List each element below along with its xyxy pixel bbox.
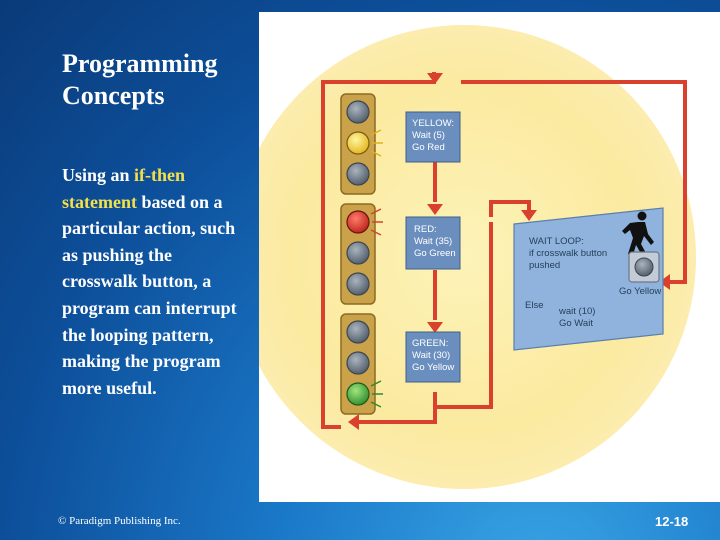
green-state-next: Go Yellow [412,362,454,373]
wait-loop-box: WAIT LOOP: if crosswalk button pushed Go… [513,207,664,351]
arrow-heads [348,73,670,430]
green-to-wait-arrow [433,222,493,409]
traffic-light-icon [340,93,383,195]
traffic-light-icon [340,203,383,305]
crosswalk-button-icon [628,251,660,283]
green-state-title: GREEN: [412,338,448,349]
else-return-arrow [359,407,437,424]
yellow-state-title: YELLOW: [412,118,454,129]
traffic-light-icon [340,313,383,415]
yellow-state-box: YELLOW: Wait (5) Go Red [405,111,461,163]
yellow-state-wait: Wait (5) [412,130,445,141]
wait-loop-else-action-2: Go Wait [559,318,593,329]
green-state-box: GREEN: Wait (30) Go Yellow [405,331,461,383]
green-state-wait: Wait (30) [412,350,450,361]
slide-body: Using an if-then statement based on a pa… [62,162,247,401]
body-text-highlight: if-then statement [62,165,186,212]
slide-number: 12-18 [655,514,689,529]
pedestrian-walk-icon [622,211,654,257]
body-text-part2: based on a particular action, such as pu… [62,191,237,398]
body-text-part1: Using an [62,165,135,185]
red-state-next: Go Green [414,248,456,259]
slide-title: Programming Concepts [62,49,218,110]
wait-loop-go-yellow: Go Yellow [619,286,661,297]
red-state-wait: Wait (35) [414,236,452,247]
wait-loop-title: WAIT LOOP: [529,236,584,247]
traffic-light-figure: YELLOW: Wait (5) Go Red RED: Wait (35) G… [259,12,720,502]
go-yellow-return-arrow [461,80,687,284]
traffic-flow-diagram: YELLOW: Wait (5) Go Red RED: Wait (35) G… [259,25,696,489]
red-state-title: RED: [414,224,437,235]
red-state-box: RED: Wait (35) Go Green [405,216,461,270]
wait-loop-else: Else [525,300,543,311]
wait-loop-else-action-1: wait (10) [558,306,595,317]
copyright-footer: © Paradigm Publishing Inc. [58,515,181,527]
to-wait-loop-arrow [489,200,531,217]
wait-loop-condition-1: if crosswalk button [529,248,607,259]
wait-loop-condition-2: pushed [529,260,560,271]
yellow-state-next: Go Red [412,142,445,153]
